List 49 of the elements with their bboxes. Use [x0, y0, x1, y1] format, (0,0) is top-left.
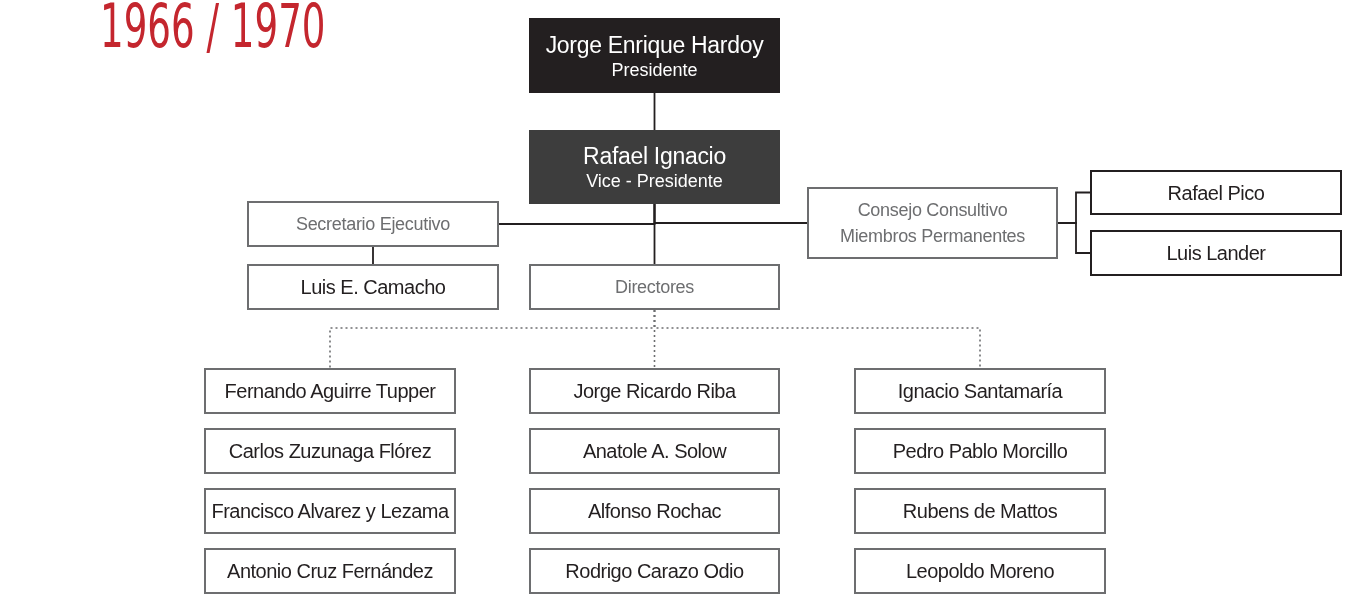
name-box: [854, 548, 1106, 594]
connector-line: [1057, 222, 1091, 254]
name-box: [204, 488, 456, 534]
connector-line: [653, 203, 656, 265]
person-name: Jorge Ricardo Riba: [572, 379, 737, 403]
name-box: [807, 187, 1058, 259]
title-box: [529, 18, 780, 93]
person-name: Rafael Ignacio: [583, 142, 726, 170]
title-box: [529, 130, 780, 204]
name-box: [529, 368, 780, 414]
group-label: Directores: [615, 276, 694, 299]
person-name: Ignacio Santamaría: [896, 379, 1064, 403]
connector-line: [372, 246, 374, 265]
name-box: [204, 548, 456, 594]
name-box: [529, 264, 780, 310]
person-name: Pedro Pablo Morcillo: [891, 439, 1069, 463]
name-box: [529, 488, 780, 534]
group-label: Secretario Ejecutivo: [295, 213, 451, 236]
group-label: Miembros Permanentes: [839, 225, 1026, 248]
person-name: Jorge Enrique Hardoy: [545, 30, 764, 59]
name-box: [1090, 230, 1342, 276]
name-box: [854, 368, 1106, 414]
role-label: Vice - Presidente: [586, 170, 723, 192]
name-box: [247, 201, 499, 247]
person-name: Luis Lander: [1165, 241, 1267, 265]
name-box: [204, 428, 456, 474]
name-box: [854, 488, 1106, 534]
person-name: Anatole A. Solow: [581, 439, 728, 463]
name-box: [529, 428, 780, 474]
person-name: Rafael Pico: [1166, 180, 1266, 205]
person-name: Leopoldo Moreno: [904, 559, 1056, 583]
name-box: [247, 264, 499, 310]
name-box: [204, 368, 456, 414]
group-label: Consejo Consultivo: [857, 199, 1008, 222]
name-box: [529, 548, 780, 594]
title: 1966 / 1970: [100, 0, 326, 52]
name-box: [1090, 170, 1342, 215]
person-name: Carlos Zuzunaga Flórez: [227, 439, 433, 463]
role-label: Presidente: [611, 58, 698, 81]
person-name: Francisco Alvarez y Lezama: [210, 499, 450, 523]
connector-line: [653, 92, 656, 131]
person-name: Fernando Aguirre Tupper: [223, 379, 437, 403]
person-name: Antonio Cruz Fernández: [226, 559, 434, 583]
name-box: [854, 428, 1106, 474]
person-name: Luis E. Camacho: [299, 275, 447, 299]
person-name: Rubens de Mattos: [901, 499, 1059, 523]
person-name: Rodrigo Carazo Odio: [564, 559, 745, 583]
dotted-connector: [653, 309, 981, 369]
person-name: Alfonso Rochac: [586, 499, 723, 523]
